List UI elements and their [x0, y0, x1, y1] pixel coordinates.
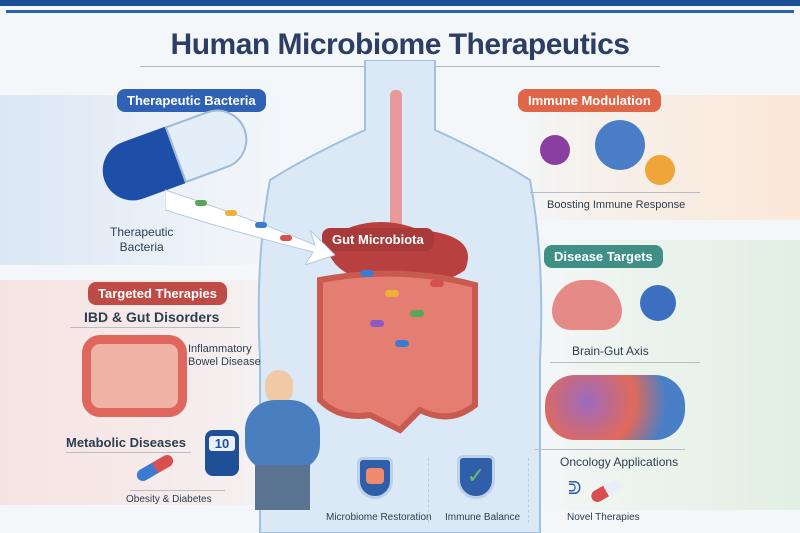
brain-icon: [552, 280, 622, 330]
bottom-label-microbiome-restoration: Microbiome Restoration: [326, 512, 432, 523]
glucose-meter-icon: 10: [205, 430, 239, 476]
dna-icon: ᕲ: [568, 478, 582, 498]
immune-cell-icon: [595, 120, 645, 170]
bottom-label-immune-balance: Immune Balance: [445, 512, 521, 523]
metabolic-caption: Obesity & Diabetes: [126, 494, 212, 505]
shield-intestine-icon: [357, 457, 393, 499]
bacteria-dot: [370, 320, 384, 327]
caption-line: Bacteria: [119, 240, 164, 254]
cancer-cells-illustration: [545, 375, 685, 440]
divider: [428, 458, 429, 523]
divider: [70, 327, 240, 328]
ibd-note-line: Bowel Disease: [188, 356, 261, 368]
therapeutic-bacteria-badge: Therapeutic Bacteria: [117, 89, 266, 112]
shield-check-icon: ✓: [457, 455, 495, 499]
bacteria-dot: [360, 270, 374, 277]
targeted-therapies-badge: Targeted Therapies: [88, 282, 227, 305]
ibd-heading: IBD & Gut Disorders: [84, 309, 220, 325]
top-border: [0, 0, 800, 6]
glucose-reading: 10: [209, 436, 235, 451]
metabolic-heading: Metabolic Diseases: [66, 435, 186, 450]
bacteria-dot: [430, 280, 444, 287]
microbe-icon: [640, 285, 676, 321]
divider: [530, 192, 700, 193]
divider: [130, 490, 225, 491]
intestines: [317, 270, 478, 434]
page-title: Human Microbiome Therapeutics: [170, 28, 630, 61]
brain-gut-caption: Brain-Gut Axis: [572, 344, 649, 358]
divider: [550, 362, 700, 363]
intestine-illustration: [82, 335, 187, 417]
esophagus: [390, 90, 402, 240]
ibd-note: Inflammatory Bowel Disease: [188, 343, 261, 369]
caption-line: Therapeutic: [110, 225, 174, 239]
person-illustration: [245, 370, 320, 510]
oncology-caption: Oncology Applications: [560, 455, 679, 469]
therapeutic-bacteria-caption: Therapeutic Bacteria: [110, 225, 173, 255]
disease-targets-badge: Disease Targets: [544, 245, 663, 268]
gut-microbiota-label: Gut Microbiota: [322, 228, 434, 251]
divider: [535, 449, 685, 450]
human-torso-illustration: [257, 60, 543, 533]
ibd-note-line: Inflammatory: [188, 343, 252, 355]
bottom-label-novel-therapies: Novel Therapies: [567, 512, 640, 523]
divider: [528, 458, 529, 523]
divider: [66, 452, 191, 453]
immune-cell-icon: [540, 135, 570, 165]
bacteria-dot: [385, 290, 399, 297]
top-border-line: [6, 10, 794, 13]
immune-caption: Boosting Immune Response: [547, 199, 686, 211]
immune-modulation-badge: Immune Modulation: [518, 89, 661, 112]
bacteria-stream-arrow: [165, 189, 335, 265]
bacteria-dot: [395, 340, 409, 347]
immune-cell-icon: [645, 155, 675, 185]
bacteria-dot: [410, 310, 424, 317]
